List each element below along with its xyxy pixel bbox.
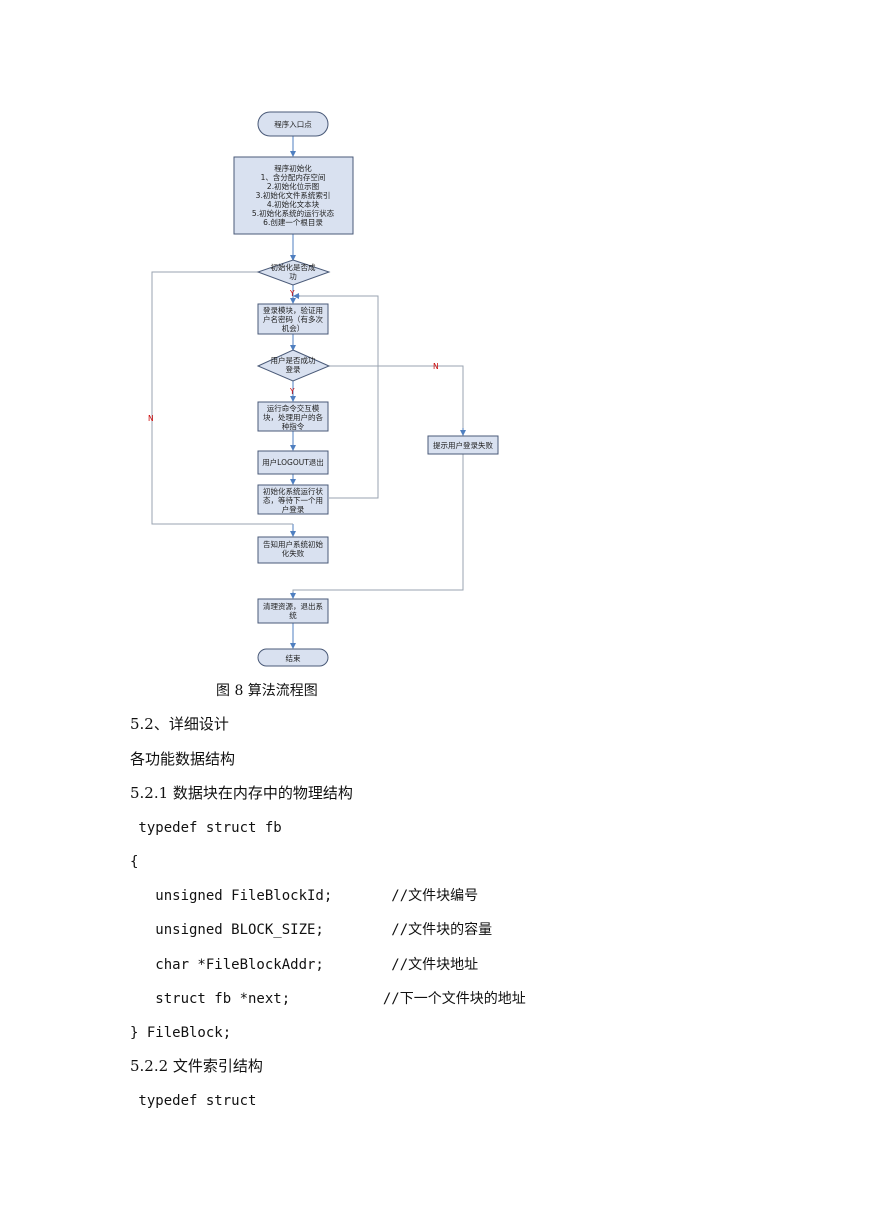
code-line: } FileBlock; [130, 1025, 232, 1041]
start-label: 程序入口点 [274, 119, 312, 129]
init-line: 6.创建一个根目录 [263, 217, 323, 227]
logout-box [257, 450, 329, 475]
login-decision [256, 349, 331, 382]
start-terminator [257, 111, 329, 137]
init-line: 程序初始化 [274, 163, 312, 173]
login-fail-text: 提示用户登录失败 [433, 440, 493, 450]
code-line: char *FileBlockAddr; //文件块地址 [130, 957, 479, 973]
login-decision-text: 登录 [286, 364, 301, 374]
subsection-heading: 5.2.2 文件索引结构 [130, 1057, 263, 1075]
subsection-heading: 5.2.1 数据块在内存中的物理结构 [130, 784, 353, 802]
init-decision-text: 初始化是否成 [271, 262, 316, 272]
cleanup-text: 清理资源，退出系 [263, 601, 323, 611]
init-line: 1、含分配内存空间 [261, 172, 326, 182]
code-line: unsigned FileBlockId; //文件块编号 [130, 888, 479, 904]
login-text: 户名密码（有多次 [263, 314, 323, 324]
interact-text: 运行命令交互模 [267, 403, 320, 413]
logout-text: 用户LOGOUT退出 [262, 457, 324, 467]
login-decision-text: 用户是否成功 [271, 355, 316, 365]
end-label: 结束 [286, 653, 301, 663]
yes-label: Y [289, 387, 295, 396]
reinit-text: 户登录 [282, 504, 305, 514]
interact-box [257, 401, 329, 432]
reinit-text: 初始化系统运行状 [263, 486, 323, 496]
code-line: typedef struct fb [130, 820, 282, 836]
section-heading: 5.2、详细设计 [130, 715, 229, 733]
init-box [233, 156, 354, 235]
init-fail-text: 化失败 [282, 548, 305, 558]
yes-label: Y [289, 289, 295, 298]
init-decision-text: 功 [289, 271, 297, 281]
no-label: N [148, 414, 154, 423]
init-line: 3.初始化文件系统索引 [256, 190, 331, 200]
cleanup-text: 统 [289, 610, 297, 620]
login-text: 登录模块，验证用 [263, 305, 323, 315]
figure-caption: 图 8 算法流程图 [216, 683, 318, 699]
init-line: 2.初始化位示图 [267, 181, 319, 191]
login-text: 机会） [282, 323, 305, 333]
init-line: 4.初始化文本块 [267, 199, 320, 209]
no-label: N [433, 362, 439, 371]
login-fail-box [427, 435, 499, 455]
login-box [257, 303, 329, 335]
code-line: struct fb *next; //下一个文件块的地址 [130, 991, 526, 1007]
cleanup-box [257, 598, 329, 624]
interact-text: 种指令 [282, 421, 305, 431]
init-decision [256, 259, 331, 286]
code-line: typedef struct [130, 1093, 257, 1109]
reinit-text: 态，等待下一个用 [263, 495, 323, 505]
end-terminator [257, 648, 329, 667]
init-fail-box [257, 536, 329, 564]
code-line: { [130, 854, 139, 870]
paragraph: 各功能数据结构 [130, 750, 236, 768]
init-line: 5.初始化系统的运行状态 [252, 208, 335, 218]
reinit-box [257, 484, 329, 515]
interact-text: 块，处理用户的各 [263, 412, 323, 422]
code-line: unsigned BLOCK_SIZE; //文件块的容量 [130, 922, 493, 938]
algorithm-flowchart: 程序入口点 程序初始化 1、含分配内存空间 2.初始化位示图 3.初始化文件系统… [148, 111, 499, 667]
init-fail-text: 告知用户系统初始 [263, 539, 323, 549]
